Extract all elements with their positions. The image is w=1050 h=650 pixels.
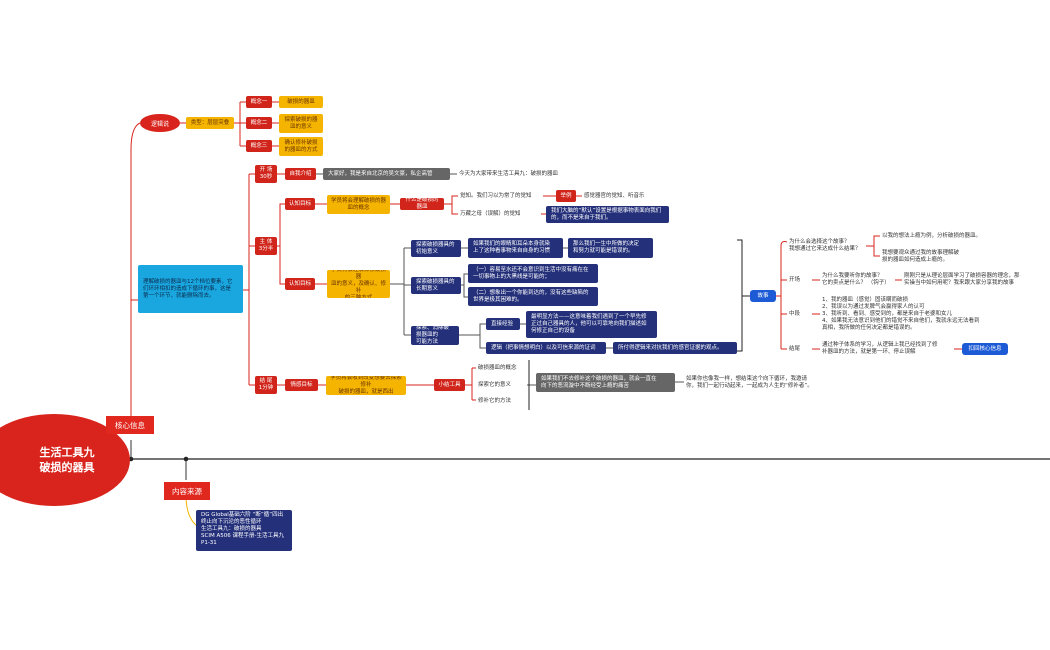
emotion-desc[interactable]: 学员将会收到改变想要去探索修补 破损的器皿，就是西出 bbox=[326, 376, 406, 395]
concept-3-label[interactable]: 概念三 bbox=[246, 140, 272, 152]
direct-text[interactable]: 最明显方法——这意味着我们遇到了一个早先修 正过自己器具的人，他可以可靠地向我们… bbox=[526, 311, 657, 338]
source-text[interactable]: DG Global基础六阶 “断”循”四出 终止向下沉沦的恶性循环 生活工具九：… bbox=[196, 510, 292, 551]
story-middle-label[interactable]: 中段 bbox=[789, 310, 801, 317]
tool-3[interactable]: 修补它的方法 bbox=[478, 397, 512, 404]
b2-title[interactable]: 探索破损器具的 长期意义 bbox=[411, 277, 461, 294]
main-label[interactable]: 主 体 3分半 bbox=[255, 237, 277, 255]
goal2-tag[interactable]: 认知目标 bbox=[285, 278, 315, 290]
concept-3-desc[interactable]: 确认修补破损 的器皿的方式 bbox=[279, 137, 323, 156]
concept-1-desc[interactable]: 破损的器皿 bbox=[279, 96, 323, 108]
concept-2-label[interactable]: 概念二 bbox=[246, 117, 272, 129]
tool-1[interactable]: 破损器皿的概念 bbox=[478, 364, 517, 371]
b3-title[interactable]: 探索、消除破损器皿的 可能方法 bbox=[411, 326, 459, 345]
logic-text[interactable]: 逻辑（把事情想明白）以及可信来源的证词 bbox=[486, 342, 606, 354]
source-tag[interactable]: 内容来源 bbox=[164, 482, 210, 500]
core-info-tag[interactable]: 核心信息 bbox=[106, 416, 154, 434]
summary-box[interactable]: 理解破损的器皿与12个档位要素，它 们环环相扣的造成下循环的事，这是 第一个环节… bbox=[138, 265, 243, 313]
story-middle-text[interactable]: 1、我的器皿（感觉）固该瞒而破损 2、我误以为通过发脾气会赢得家人的认可 3、我… bbox=[822, 296, 980, 331]
example-text[interactable]: 感觉器官的觉知、听音乐 bbox=[584, 192, 645, 199]
back-to-core-button[interactable]: 扣回核心信息 bbox=[962, 343, 1008, 355]
tool-2[interactable]: 探索它的意义 bbox=[478, 381, 512, 388]
b2-text1[interactable]: （一）容易至水还不会意识到生活中没有痛在在 一切事物上的大黑线是可能的； bbox=[468, 264, 598, 283]
story-open-q[interactable]: 为什么我要听你的故事？ 它的卖点是什么？ （钩子） bbox=[822, 272, 890, 286]
story-end-text[interactable]: 通过种子体系的学习，从逻辑上我已经找到了修 补器皿的方法，就是第一环、停止误解 bbox=[822, 341, 938, 355]
story-tag[interactable]: 故事 bbox=[750, 290, 776, 302]
example-tag[interactable]: 举例 bbox=[556, 190, 576, 202]
goal1-what[interactable]: 什么是破损的器皿 bbox=[400, 198, 444, 210]
b1-text2[interactable]: 那么我们一生中所做的决定 和努力就可能是错误的。 bbox=[568, 238, 653, 258]
story-open-label[interactable]: 开场 bbox=[789, 276, 801, 283]
cognition-detail[interactable]: 我们大脑的“默认”设置是根据事物表面向我们 的，而不是来自于我们。 bbox=[546, 206, 669, 223]
b1-text1[interactable]: 如果我们的眼睛和耳朵本身就染 上了这种看事物来自自身的习惯 bbox=[468, 238, 563, 258]
goal1-tag[interactable]: 认知目标 bbox=[285, 198, 315, 210]
story-open-a[interactable]: 刚刚只是从理论层面学习了破损容器的理念，那 实操当中如何用呢？我来跟大家分享我的… bbox=[904, 272, 1020, 286]
story-why[interactable]: 为什么会选择这个故事？ 我想通过它来达成什么结果？ bbox=[789, 238, 861, 252]
logic-result[interactable]: 所付得逻辑来对抗我们的感官证据的观点。 bbox=[613, 342, 737, 354]
tools-tag[interactable]: 小结工具 bbox=[434, 379, 465, 391]
story-end-label[interactable]: 结尾 bbox=[789, 345, 801, 352]
logic-type[interactable]: 类型：层层突叠 bbox=[186, 117, 234, 129]
story-why-a[interactable]: 以我的想法上瘾为例，分析破损的器皿。 bbox=[882, 232, 982, 239]
emotion-tag[interactable]: 情感目标 bbox=[285, 379, 318, 391]
b2-text2[interactable]: （二）想象出一个你能到达的，没有这些缺陷的 世界是极其困难的。 bbox=[468, 287, 598, 306]
intro-tag[interactable]: 自我介绍 bbox=[285, 168, 316, 180]
story-why-b[interactable]: 我想要观众通过我的故事理解破 损的器皿如何造成上瘾的。 bbox=[882, 249, 960, 263]
ending-label[interactable]: 结 尾 1分钟 bbox=[255, 376, 277, 394]
b1-title[interactable]: 探索破损器具的 初始意义 bbox=[411, 240, 461, 257]
intro-today[interactable]: 今天为大家带来生活工具九：破损的器皿 bbox=[459, 170, 559, 177]
goal2-desc[interactable]: 学员将会理解探索破损器 皿的意义，及确认、修补 的三种方式 bbox=[327, 270, 390, 298]
goal1-desc[interactable]: 学员将会理解破损的器 皿的概念 bbox=[327, 195, 390, 214]
ending-invite[interactable]: 如果你也像我一样，想结束这个向下循环，我邀请 你，我们一起行动起来，一起成为人生… bbox=[686, 376, 813, 389]
direct-tag[interactable]: 直接经验 bbox=[486, 318, 520, 330]
perception-text[interactable]: 觉知。我们习以为常了的觉知 bbox=[460, 192, 532, 199]
opening-label[interactable]: 开 场 30秒 bbox=[255, 165, 277, 183]
logic-root[interactable]: 逻辑说 bbox=[140, 114, 180, 132]
intro-hello[interactable]: 大家好，我是来自北京的吴文豪，私企高管 bbox=[323, 168, 450, 180]
concept-2-desc[interactable]: 探索破损的器 皿的意义 bbox=[279, 114, 323, 133]
concept-1-label[interactable]: 概念一 bbox=[246, 96, 272, 108]
cognition-text[interactable]: 万藏之母（误解）的觉知 bbox=[460, 210, 521, 217]
ending-warning[interactable]: 如果我们不去修补这个破损的器皿，就会一直在 向下的恶流漩中不断经受上瘾的痛苦 bbox=[536, 373, 675, 392]
